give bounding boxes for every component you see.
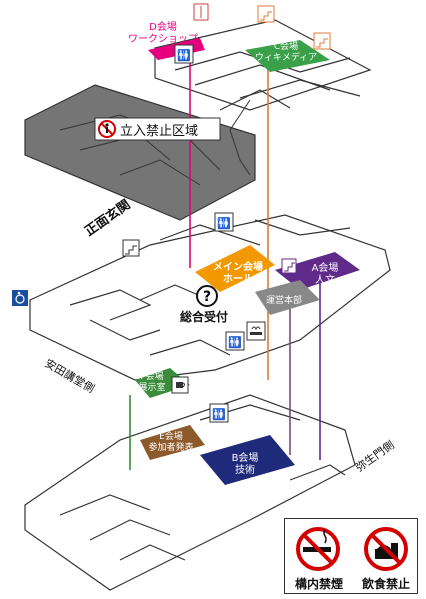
svg-text:🚻: 🚻 — [228, 336, 242, 349]
svg-text:🚻: 🚻 — [212, 408, 226, 421]
no-smoking-label: 構内禁煙 — [294, 577, 343, 591]
reception-label: 総合受付 — [180, 310, 229, 324]
venue-a-line2: 人文 — [315, 275, 335, 286]
no-eating-label: 飲食禁止 — [361, 577, 410, 591]
no-eating-icon — [364, 527, 408, 571]
venue-f-line2: 展示室 — [138, 383, 166, 393]
wheelchair-icon — [12, 290, 28, 306]
cafe-icon — [171, 376, 189, 394]
venue-f-label[interactable]: F会場 展示室 — [132, 372, 172, 394]
venue-e-line2: 参加者発表 — [148, 443, 194, 453]
venue-main-shape[interactable] — [195, 245, 275, 292]
smoking-area-icon — [246, 321, 266, 341]
reception-question-icon: ? — [196, 285, 218, 307]
staff-room-label: 運営本部 — [266, 296, 303, 306]
legend-box: 構内禁煙 飲食禁止 — [284, 518, 418, 594]
no-entry-person-icon — [94, 117, 221, 141]
venue-f-line1: F会場 — [140, 372, 164, 382]
venue-e-line1: E会場 — [159, 432, 183, 442]
venue-a-line1: A会場 — [311, 263, 339, 274]
toilet-icon: 🚻 — [209, 403, 229, 423]
venue-e-label[interactable]: E会場 参加者発表 — [140, 432, 202, 454]
venue-b-line2: 技術 — [235, 465, 255, 476]
staff-room-shape — [255, 280, 320, 315]
stairs-icon — [313, 32, 331, 50]
stairs-icon — [281, 258, 297, 274]
venue-b-label[interactable]: B会場 技術 — [215, 453, 275, 477]
restricted-label: 立入禁止区域 — [120, 124, 199, 139]
venue-main-line2: ホール — [223, 274, 253, 285]
toilet-icon: 🚻 — [174, 44, 194, 64]
toilet-icon: 🚻 — [225, 331, 245, 351]
venue-c-line2: ウィキメディア — [254, 53, 318, 63]
venue-main-line1: メイン会場 — [213, 262, 263, 273]
venue-f-shape[interactable] — [135, 368, 190, 398]
venue-d-label[interactable]: D会場 ワークショップ — [128, 22, 198, 46]
venue-c-shape[interactable] — [245, 40, 330, 72]
venue-d-line2: ワークショップ — [128, 34, 198, 45]
stairs-icon — [122, 239, 140, 257]
venue-main-label[interactable]: メイン会場 ホール — [204, 262, 272, 286]
restricted-zone — [24, 84, 256, 221]
venue-d-line1: D会場 — [149, 22, 177, 33]
stairs-icon — [257, 5, 275, 23]
no-smoking-icon — [296, 527, 340, 571]
venue-c-line1: C会場 — [273, 42, 299, 52]
venue-a-shape[interactable] — [275, 252, 360, 290]
venue-b-shape[interactable] — [200, 435, 295, 485]
venue-a-label[interactable]: A会場 人文 — [300, 263, 350, 287]
elevator-icon — [193, 3, 209, 21]
venue-b-line1: B会場 — [231, 453, 259, 464]
floor-connectors — [129, 55, 321, 470]
venue-e-shape[interactable] — [140, 425, 205, 460]
venue-c-label[interactable]: C会場 ウィキメディア — [252, 42, 320, 64]
toilet-icon: 🚻 — [214, 212, 234, 232]
svg-text:🚻: 🚻 — [217, 217, 231, 230]
svg-text:🚻: 🚻 — [177, 49, 191, 62]
svg-text:?: ? — [203, 289, 211, 305]
